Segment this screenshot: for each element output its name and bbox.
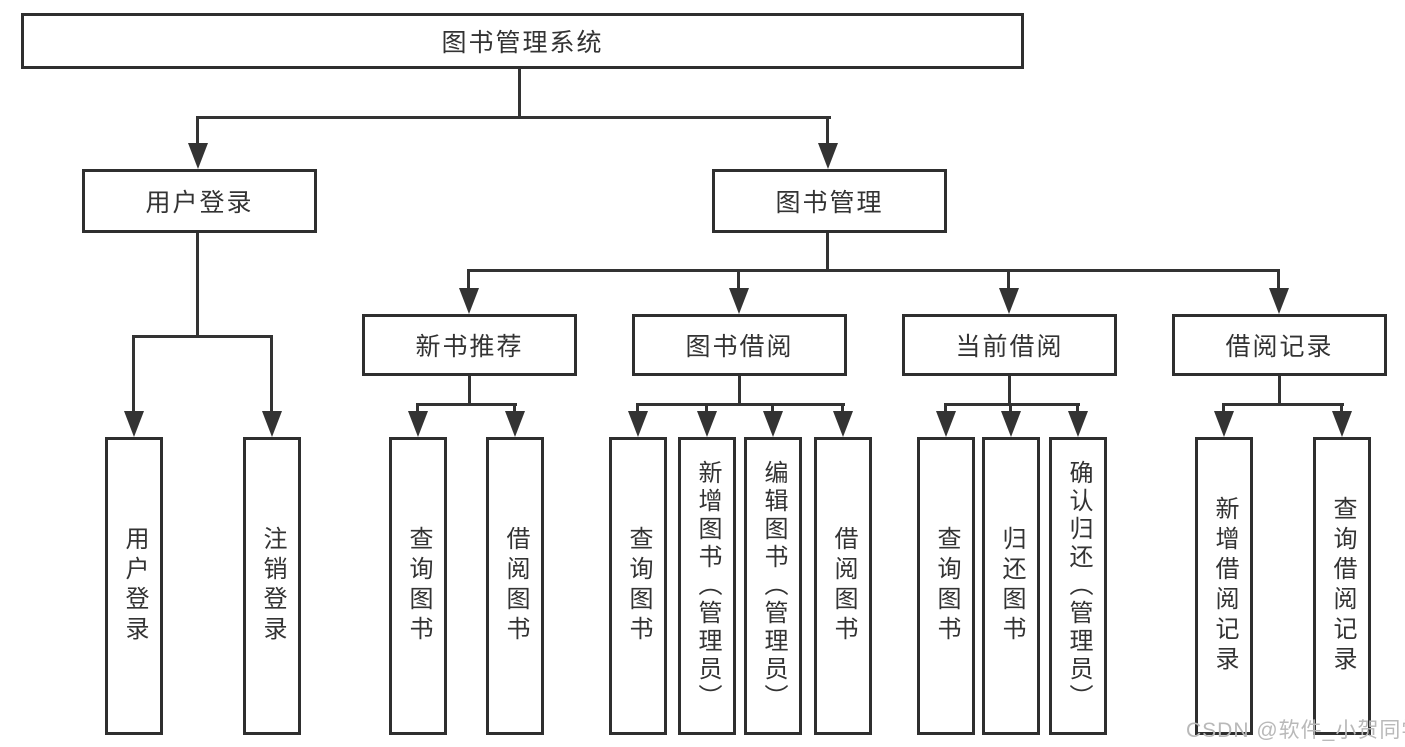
connector-line bbox=[196, 116, 199, 146]
leaf-label: 归还图书 bbox=[998, 526, 1025, 646]
arrow-down-icon bbox=[1269, 288, 1289, 314]
leaf-query-books-borrowing: 查询图书 bbox=[609, 437, 667, 735]
connector-line bbox=[196, 116, 831, 119]
leaf-edit-book-admin: 编辑图书（管理员） bbox=[744, 437, 802, 735]
arrow-down-icon bbox=[818, 143, 838, 169]
connector-line bbox=[944, 403, 1080, 406]
connector-line bbox=[270, 335, 273, 415]
node-label: 图书管理系统 bbox=[441, 29, 604, 57]
leaf-borrow-books-borrowing: 借阅图书 bbox=[814, 437, 872, 735]
leaf-borrow-books-recommend: 借阅图书 bbox=[486, 437, 544, 735]
node-book-borrowing: 图书借阅 bbox=[632, 314, 847, 376]
leaf-label: 新增借阅记录 bbox=[1211, 496, 1238, 676]
leaf-label: 查询借阅记录 bbox=[1329, 496, 1356, 676]
node-label: 用户登录 bbox=[145, 189, 254, 217]
arrow-down-icon bbox=[1332, 411, 1352, 437]
connector-line bbox=[1076, 403, 1079, 415]
arrow-down-icon bbox=[262, 411, 282, 437]
arrow-down-icon bbox=[833, 411, 853, 437]
leaf-label: 借阅图书 bbox=[830, 526, 857, 646]
node-user-login: 用户登录 bbox=[82, 169, 317, 233]
node-new-book-recommendation: 新书推荐 bbox=[362, 314, 577, 376]
arrow-down-icon bbox=[729, 288, 749, 314]
node-borrowing-records: 借阅记录 bbox=[1172, 314, 1387, 376]
arrow-down-icon bbox=[936, 411, 956, 437]
leaf-label: 查询图书 bbox=[933, 526, 960, 646]
arrow-down-icon bbox=[628, 411, 648, 437]
connector-line bbox=[1008, 376, 1011, 405]
node-current-borrowing: 当前借阅 bbox=[902, 314, 1117, 376]
connector-line bbox=[416, 403, 419, 415]
connector-line bbox=[1340, 403, 1343, 415]
leaf-label: 注销登录 bbox=[259, 526, 286, 646]
arrow-down-icon bbox=[697, 411, 717, 437]
connector-line bbox=[468, 376, 471, 405]
leaf-label: 用户登录 bbox=[121, 526, 148, 646]
arrow-down-icon bbox=[188, 143, 208, 169]
leaf-add-book-admin: 新增图书（管理员） bbox=[678, 437, 736, 735]
connector-line bbox=[1222, 403, 1344, 406]
connector-line bbox=[467, 269, 1280, 272]
leaf-return-books: 归还图书 bbox=[982, 437, 1040, 735]
connector-line bbox=[132, 335, 135, 415]
connector-line bbox=[705, 403, 708, 415]
leaf-add-borrow-record: 新增借阅记录 bbox=[1195, 437, 1253, 735]
node-label: 当前借阅 bbox=[955, 333, 1064, 361]
connector-line bbox=[841, 403, 844, 415]
arrow-down-icon bbox=[1214, 411, 1234, 437]
arrow-down-icon bbox=[1068, 411, 1088, 437]
node-label: 图书管理 bbox=[775, 189, 884, 217]
connector-line bbox=[1222, 403, 1225, 415]
connector-line bbox=[636, 403, 639, 415]
leaf-logout: 注销登录 bbox=[243, 437, 301, 735]
arrow-down-icon bbox=[999, 288, 1019, 314]
connector-line bbox=[737, 269, 740, 291]
connector-line bbox=[1278, 376, 1281, 405]
leaf-confirm-return-admin: 确认归还（管理员） bbox=[1049, 437, 1107, 735]
node-label: 借阅记录 bbox=[1225, 333, 1334, 361]
connector-line bbox=[738, 376, 741, 405]
node-label: 新书推荐 bbox=[415, 333, 524, 361]
leaf-label: 编辑图书（管理员） bbox=[760, 460, 787, 712]
leaf-label: 新增图书（管理员） bbox=[694, 460, 721, 712]
leaf-query-books-current: 查询图书 bbox=[917, 437, 975, 735]
node-label: 图书借阅 bbox=[685, 333, 794, 361]
connector-line bbox=[1009, 403, 1012, 415]
leaf-label: 借阅图书 bbox=[502, 526, 529, 646]
connector-line bbox=[132, 335, 273, 338]
leaf-label: 查询图书 bbox=[625, 526, 652, 646]
leaf-label: 确认归还（管理员） bbox=[1065, 460, 1092, 712]
arrow-down-icon bbox=[459, 288, 479, 314]
connector-line bbox=[196, 233, 199, 337]
connector-line bbox=[944, 403, 947, 415]
connector-line bbox=[1007, 269, 1010, 291]
connector-line bbox=[518, 68, 521, 118]
connector-line bbox=[1277, 269, 1280, 291]
arrow-down-icon bbox=[408, 411, 428, 437]
connector-line bbox=[467, 269, 470, 291]
leaf-query-books-recommend: 查询图书 bbox=[389, 437, 447, 735]
connector-line bbox=[513, 403, 516, 415]
arrow-down-icon bbox=[124, 411, 144, 437]
node-library-management-system: 图书管理系统 bbox=[21, 13, 1024, 69]
arrow-down-icon bbox=[505, 411, 525, 437]
leaf-label: 查询图书 bbox=[405, 526, 432, 646]
connector-line bbox=[416, 403, 517, 406]
leaf-user-login: 用户登录 bbox=[105, 437, 163, 735]
node-book-management: 图书管理 bbox=[712, 169, 947, 233]
connector-line bbox=[636, 403, 845, 406]
connector-line bbox=[771, 403, 774, 415]
connector-line bbox=[826, 116, 829, 146]
leaf-query-borrow-record: 查询借阅记录 bbox=[1313, 437, 1371, 735]
connector-line bbox=[826, 233, 829, 271]
arrow-down-icon bbox=[1001, 411, 1021, 437]
arrow-down-icon bbox=[763, 411, 783, 437]
watermark: CSDN @软件_小贺同学 bbox=[1186, 719, 1405, 742]
